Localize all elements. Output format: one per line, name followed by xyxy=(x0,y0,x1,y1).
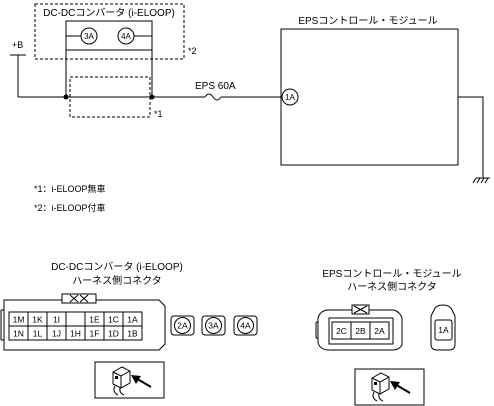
dcdc-pin: 1C xyxy=(108,315,119,325)
dcdc-pin: 1L xyxy=(33,329,43,339)
dcdc-pin: 1F xyxy=(90,329,100,339)
eps-title: EPSコントロール・モジュール xyxy=(298,16,437,27)
dcdc-converter-block: DC-DCコンバータ (i-ELOOP) 3A 4A *2 xyxy=(34,3,197,60)
dcdc-pin: 1H xyxy=(70,329,81,339)
svg-text:1A: 1A xyxy=(285,93,295,102)
dcdc-pin: 1D xyxy=(108,329,119,339)
svg-text:4A: 4A xyxy=(240,321,251,331)
dcdc-connector-body xyxy=(3,299,166,351)
dcdc-pin: 1K xyxy=(32,315,43,325)
dcdc-pin: 1J xyxy=(52,329,61,339)
dcdc-pin: 1N xyxy=(13,329,24,339)
dcdc-pin: 1B xyxy=(127,329,138,339)
star1-label: *1 xyxy=(154,109,163,119)
dcdc-connector-section: DC-DCコンバータ (i-ELOOP) ハーネス側コネクタ xyxy=(0,261,258,399)
dcdc-latch xyxy=(61,293,97,304)
connector-view-icon xyxy=(354,368,425,406)
dcdc-pin: 1M xyxy=(13,315,25,325)
eps-module-box xyxy=(280,28,459,166)
round-terminal-2a: 2A xyxy=(170,315,195,336)
svg-text:3A: 3A xyxy=(208,321,219,331)
star2-label: *2 xyxy=(188,46,197,56)
dcdc-dashed-box xyxy=(34,3,185,60)
dcdc-title: DC-DCコンバータ (i-ELOOP) xyxy=(43,7,175,19)
terminal-3a: 3A xyxy=(80,27,98,45)
round-terminal-3a: 3A xyxy=(201,315,226,336)
terminal-4a: 4A xyxy=(117,27,135,45)
note-2: *2：i-ELOOP付車 xyxy=(34,202,106,213)
eps-pin: 2A xyxy=(374,326,385,336)
connector-view-icon xyxy=(94,361,165,399)
svg-text:3A: 3A xyxy=(84,32,94,41)
eps-module-block: EPSコントロール・モジュール 1A xyxy=(280,16,459,166)
round-terminal-4a: 4A xyxy=(233,315,258,336)
dcdc-pin: 1A xyxy=(127,315,138,325)
dcdc-pin: 1E xyxy=(89,315,100,325)
junction-dot xyxy=(63,94,69,100)
svg-text:4A: 4A xyxy=(121,32,131,41)
dcdc-connector-title-1: DC-DCコンバータ (i-ELOOP) xyxy=(51,261,183,273)
eps-connector-title-1: EPSコントロール・モジュール xyxy=(322,269,461,280)
eps-connector-body xyxy=(317,309,403,351)
eps-pin-row: 2C 2B 2A xyxy=(331,321,390,340)
dcdc-pin: 1I xyxy=(53,315,60,325)
eps-single-pin: 1A xyxy=(438,325,449,335)
junction-dot xyxy=(149,94,155,100)
note-1: *1：i-ELOOP無車 xyxy=(34,183,106,194)
eps-pin: 2C xyxy=(336,326,347,336)
dcdc-pin-grid: 1M 1K 1I 1E 1C 1A 1N 1L 1J 1H 1F 1D 1B xyxy=(8,311,143,341)
fuse-label: EPS 60A xyxy=(195,81,236,92)
plus-b-label: +B xyxy=(12,40,23,50)
terminal-1a: 1A xyxy=(281,88,299,106)
dcdc-connector-title-2: ハーネス側コネクタ xyxy=(72,274,162,287)
eps-connector-section: EPSコントロール・モジュール ハーネス側コネクタ 2C 2B 2A 1A xyxy=(315,269,462,406)
wiring-lines xyxy=(10,35,490,184)
eps-single-connector: 1A xyxy=(430,304,456,351)
eps-connector-title-2: ハーネス側コネクタ xyxy=(347,280,437,293)
svg-text:2A: 2A xyxy=(177,321,188,331)
eps-pin: 2B xyxy=(355,326,366,336)
